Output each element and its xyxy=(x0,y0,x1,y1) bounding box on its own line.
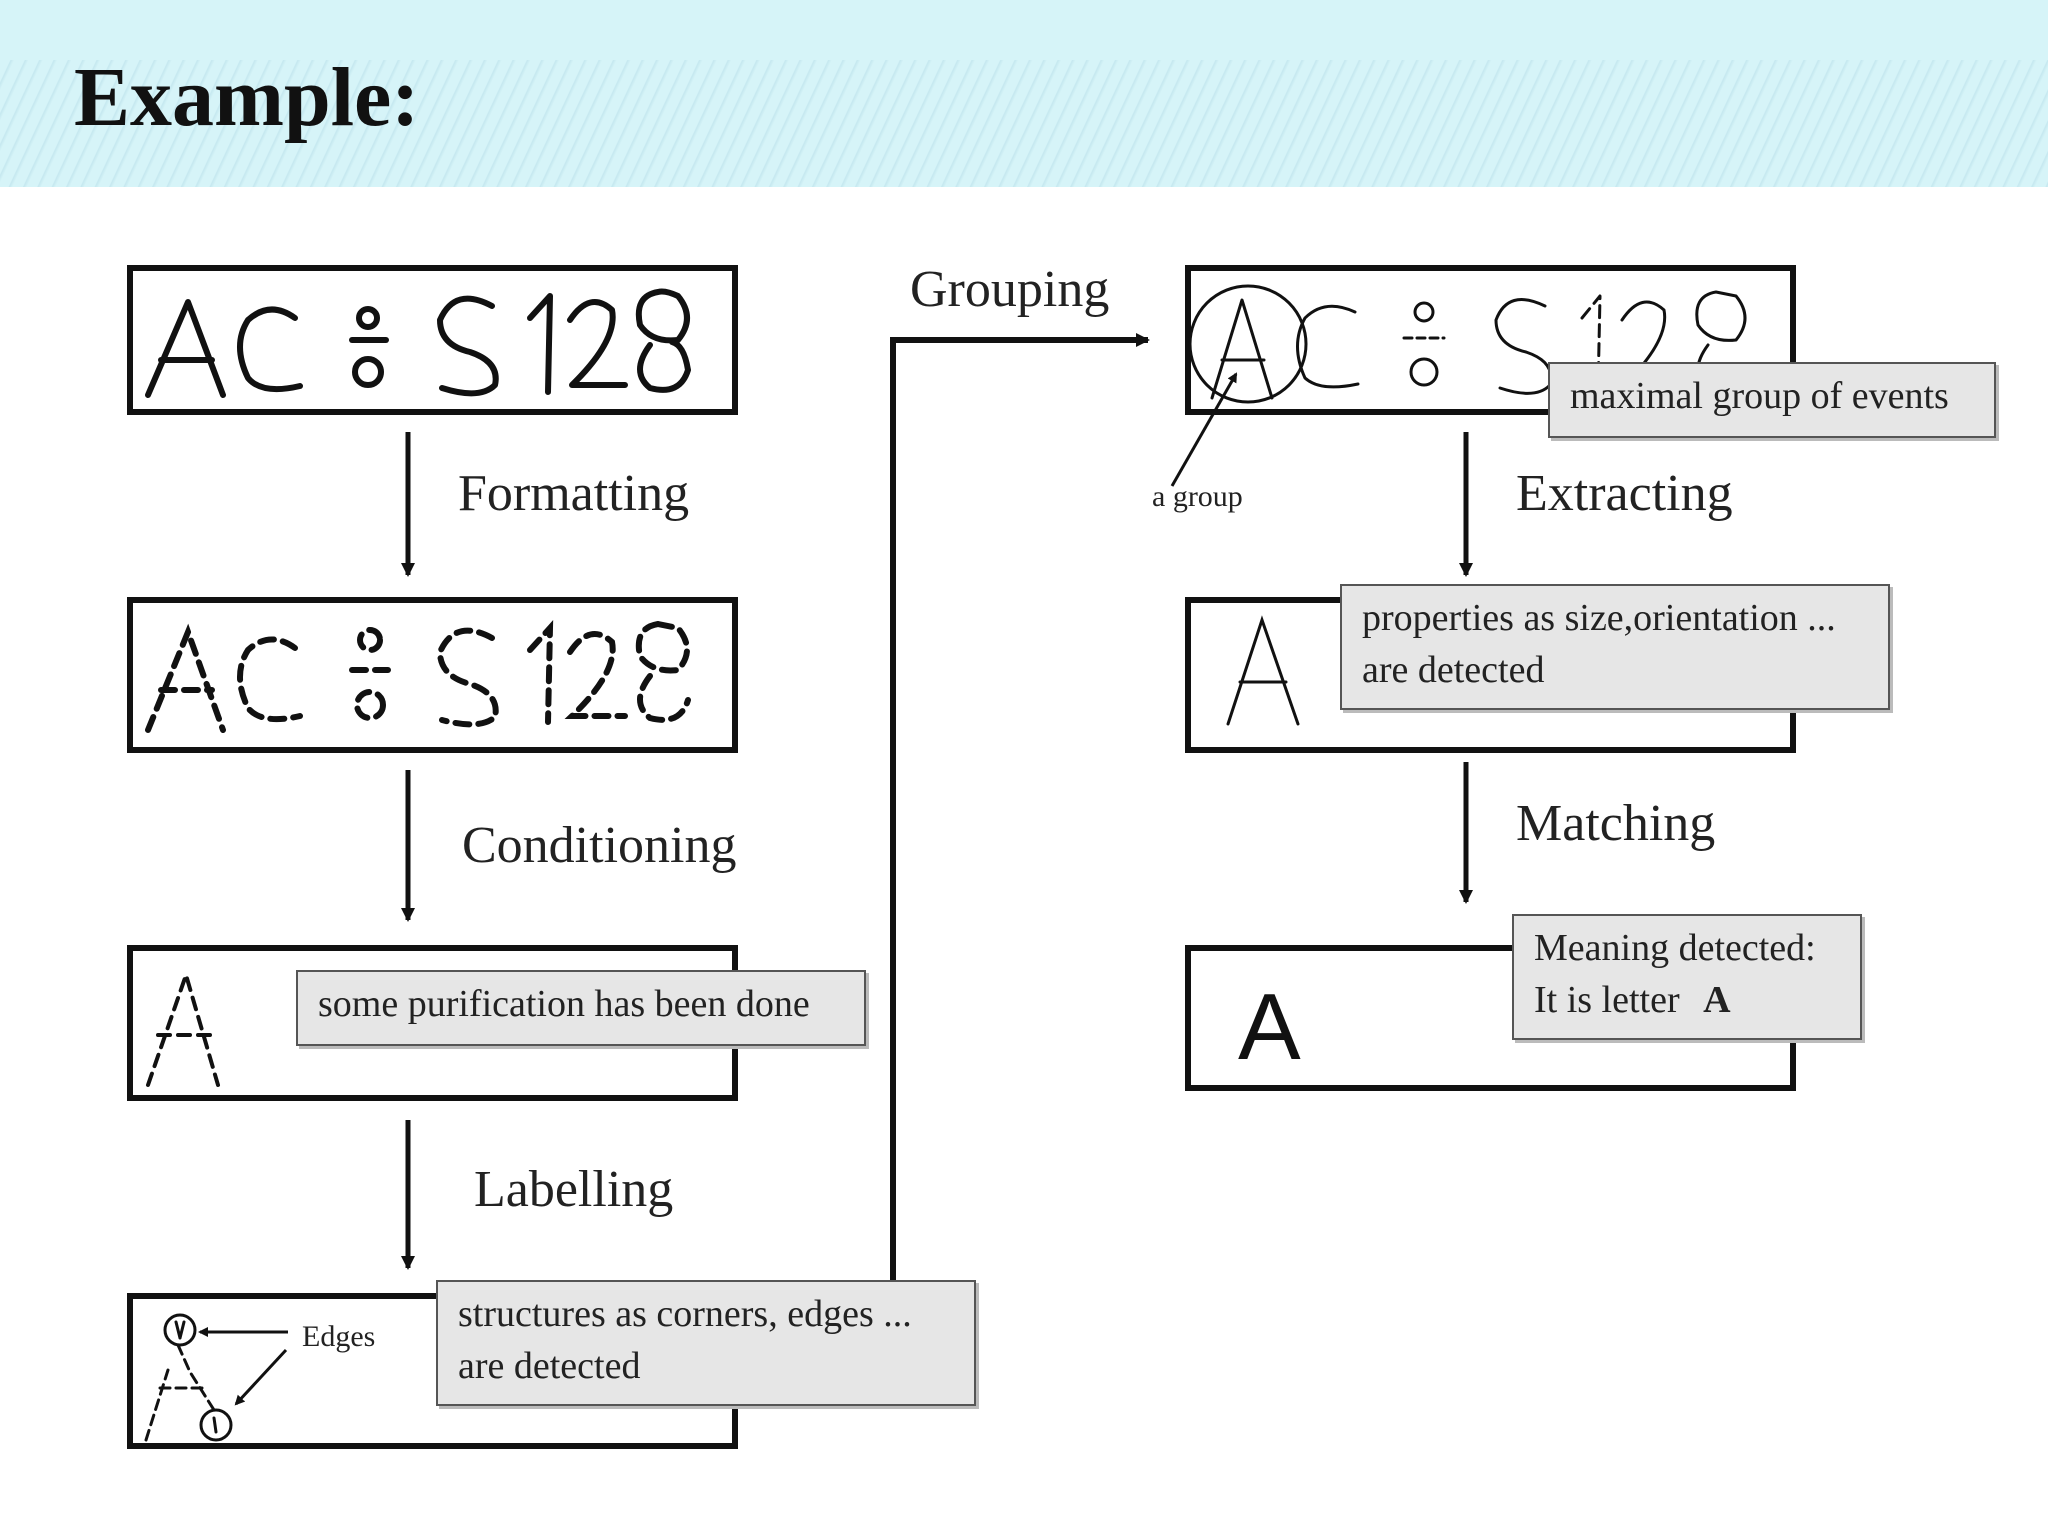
note-structures-line1: structures as corners, edges ... xyxy=(458,1293,912,1335)
corner-marker-bottom xyxy=(199,1408,233,1442)
a-group-pointer xyxy=(1170,372,1238,487)
note-properties-line2: are detected xyxy=(1362,649,1545,691)
labelled-letter-a xyxy=(144,1313,233,1442)
note-maximal-group: maximal group of events xyxy=(1548,362,1996,438)
note-meaning-line1: Meaning detected: xyxy=(1534,927,1816,969)
corner-marker-top xyxy=(163,1313,197,1347)
note-meaning-letter: A xyxy=(1703,979,1731,1021)
note-meaning: Meaning detected: It is letter A xyxy=(1512,914,1862,1040)
note-properties-line1: properties as size,orientation ... xyxy=(1362,597,1836,639)
step-label-formatting: Formatting xyxy=(458,465,690,522)
note-purification: some purification has been done xyxy=(296,970,866,1046)
note-maximal-group-text: maximal group of events xyxy=(1570,375,1949,417)
page-title: Example: xyxy=(74,51,420,144)
group-circle xyxy=(1188,284,1308,404)
step-label-grouping: Grouping xyxy=(910,261,1110,318)
formatted-box xyxy=(127,597,738,753)
grouped-glyphs xyxy=(1188,284,1748,404)
edges-label: Edges xyxy=(302,1320,376,1353)
step-label-extracting: Extracting xyxy=(1516,465,1733,522)
step-label-matching: Matching xyxy=(1516,795,1716,852)
note-meaning-line2: It is letter A xyxy=(1534,974,1840,1026)
arrow-grouping xyxy=(890,333,1150,1282)
banner-hatch-decoration xyxy=(0,60,2048,187)
conditioned-letter-a xyxy=(146,968,220,1087)
note-structures-line2: are detected xyxy=(458,1345,641,1387)
edges-pointer-bottom xyxy=(234,1348,288,1406)
extracted-letter-a xyxy=(1226,615,1300,726)
note-meaning-prefix: It is letter xyxy=(1534,979,1680,1021)
step-label-conditioning: Conditioning xyxy=(462,817,737,874)
raw-handwriting-glyphs xyxy=(145,288,691,398)
note-structures: structures as corners, edges ... are det… xyxy=(436,1280,976,1406)
note-purification-text: some purification has been done xyxy=(318,983,810,1025)
raw-input-box xyxy=(127,265,738,415)
step-label-labelling: Labelling xyxy=(474,1161,674,1218)
segmented-glyphs xyxy=(145,620,691,733)
result-letter: A xyxy=(1238,974,1301,1079)
a-group-label: a group xyxy=(1152,480,1243,513)
note-properties: properties as size,orientation ... are d… xyxy=(1340,584,1890,710)
title-banner xyxy=(0,0,2048,187)
